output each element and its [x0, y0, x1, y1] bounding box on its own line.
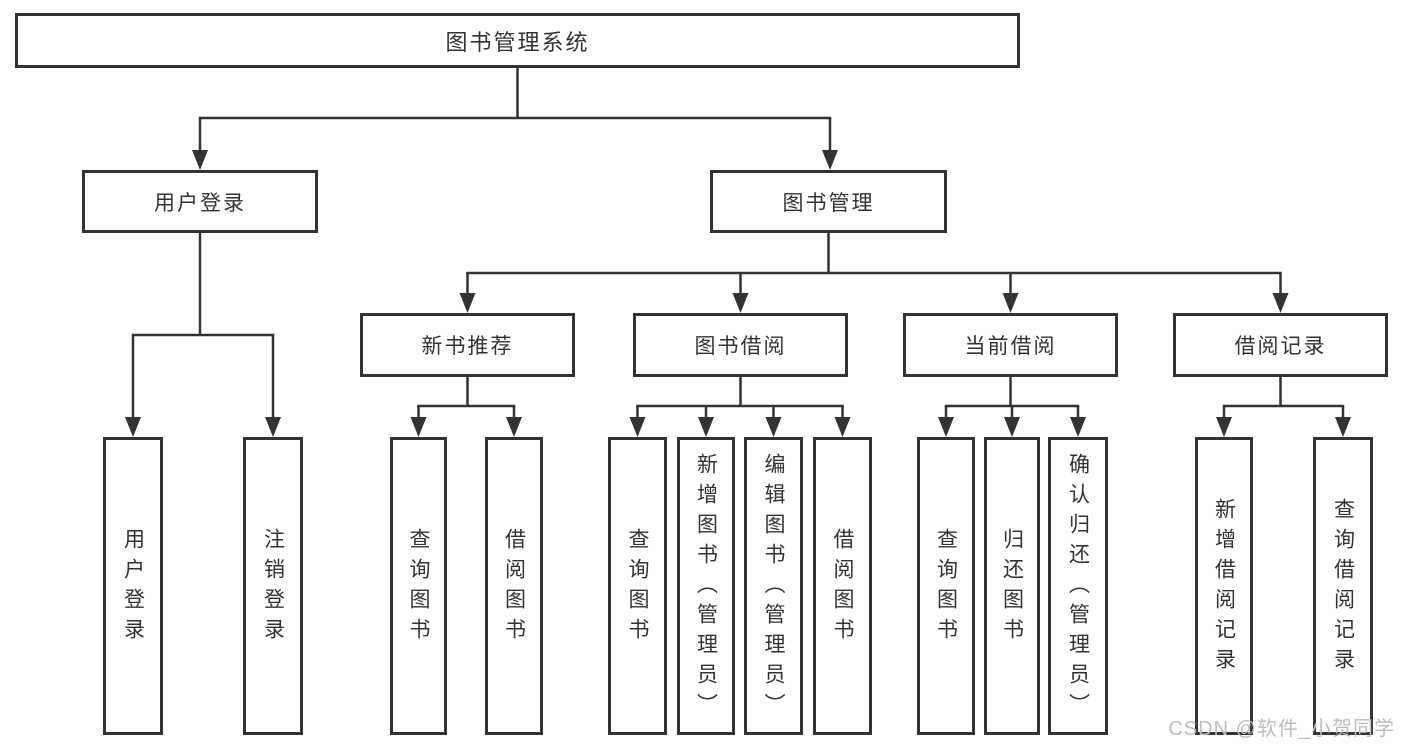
leaf-borrow-query-books: 查询图书 — [608, 437, 667, 735]
leaf-add-books-admin: 新增图书（管理员） — [677, 437, 735, 735]
leaf-add-borrow-record: 新增借阅记录 — [1195, 437, 1253, 735]
node-book-borrow: 图书借阅 — [633, 313, 848, 377]
leaf-confirm-return-admin: 确认归还（管理员） — [1048, 437, 1108, 735]
leaf-borrow-borrow-books: 借阅图书 — [813, 437, 872, 735]
leaf-return-books: 归还图书 — [984, 437, 1040, 735]
node-borrow-records: 借阅记录 — [1173, 313, 1388, 377]
leaf-user-login: 用户登录 — [103, 437, 163, 735]
node-current-borrow: 当前借阅 — [903, 313, 1118, 377]
leaf-edit-books-admin: 编辑图书（管理员） — [744, 437, 803, 735]
leaf-current-query-books: 查询图书 — [917, 437, 975, 735]
leaf-rec-query-books: 查询图书 — [390, 437, 447, 735]
leaf-rec-borrow-books: 借阅图书 — [485, 437, 543, 735]
leaf-query-borrow-record: 查询借阅记录 — [1313, 437, 1373, 735]
node-new-book-recommend: 新书推荐 — [360, 313, 575, 377]
node-book-management: 图书管理 — [710, 170, 947, 233]
leaf-logout: 注销登录 — [243, 437, 303, 735]
csdn-watermark: CSDN @软件_小贺同学 — [1168, 718, 1395, 740]
node-user-login: 用户登录 — [82, 170, 318, 233]
node-root: 图书管理系统 — [15, 13, 1020, 68]
